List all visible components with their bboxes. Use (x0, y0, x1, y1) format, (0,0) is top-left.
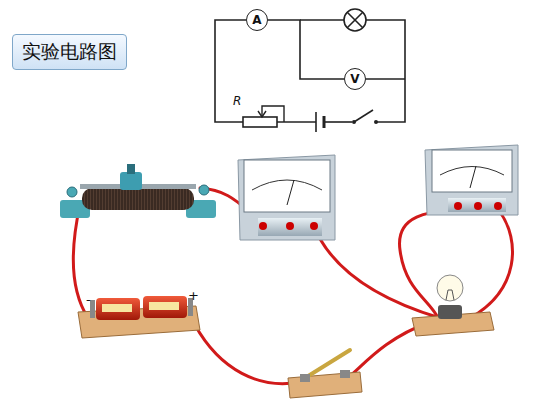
schematic-wire (215, 20, 405, 122)
meter-letter: V (350, 73, 359, 85)
title-box: 实验电路图 (12, 34, 127, 70)
ammeter-device (238, 155, 335, 240)
meter-letter: A (252, 14, 261, 26)
battery-holder (78, 296, 200, 338)
meter-circle: V (344, 68, 366, 90)
meter-circle: A (246, 9, 268, 31)
switch-symbol (352, 110, 378, 124)
polarity-sign: - (86, 292, 91, 307)
switch-device (288, 350, 362, 398)
component-label: R (233, 94, 241, 108)
battery-symbol (316, 112, 324, 132)
bulb-device (412, 275, 494, 336)
rheostat-device (60, 164, 216, 218)
polarity-sign: + (188, 288, 199, 303)
rheostat-symbol (243, 106, 284, 127)
schematic-wire (268, 20, 344, 79)
voltmeter-device (425, 145, 518, 215)
lamp-symbol (344, 9, 366, 31)
